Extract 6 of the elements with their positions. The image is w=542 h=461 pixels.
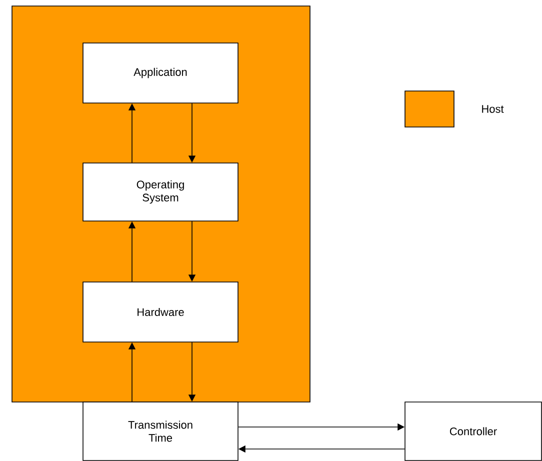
process-box: Operating System bbox=[82, 162, 238, 222]
legend-label: Host bbox=[482, 105, 504, 113]
process-box: Hardware bbox=[82, 282, 238, 342]
process-box: Controller bbox=[404, 402, 542, 461]
process-box: Application bbox=[82, 42, 238, 104]
process-box: Transmission Time bbox=[82, 402, 238, 461]
